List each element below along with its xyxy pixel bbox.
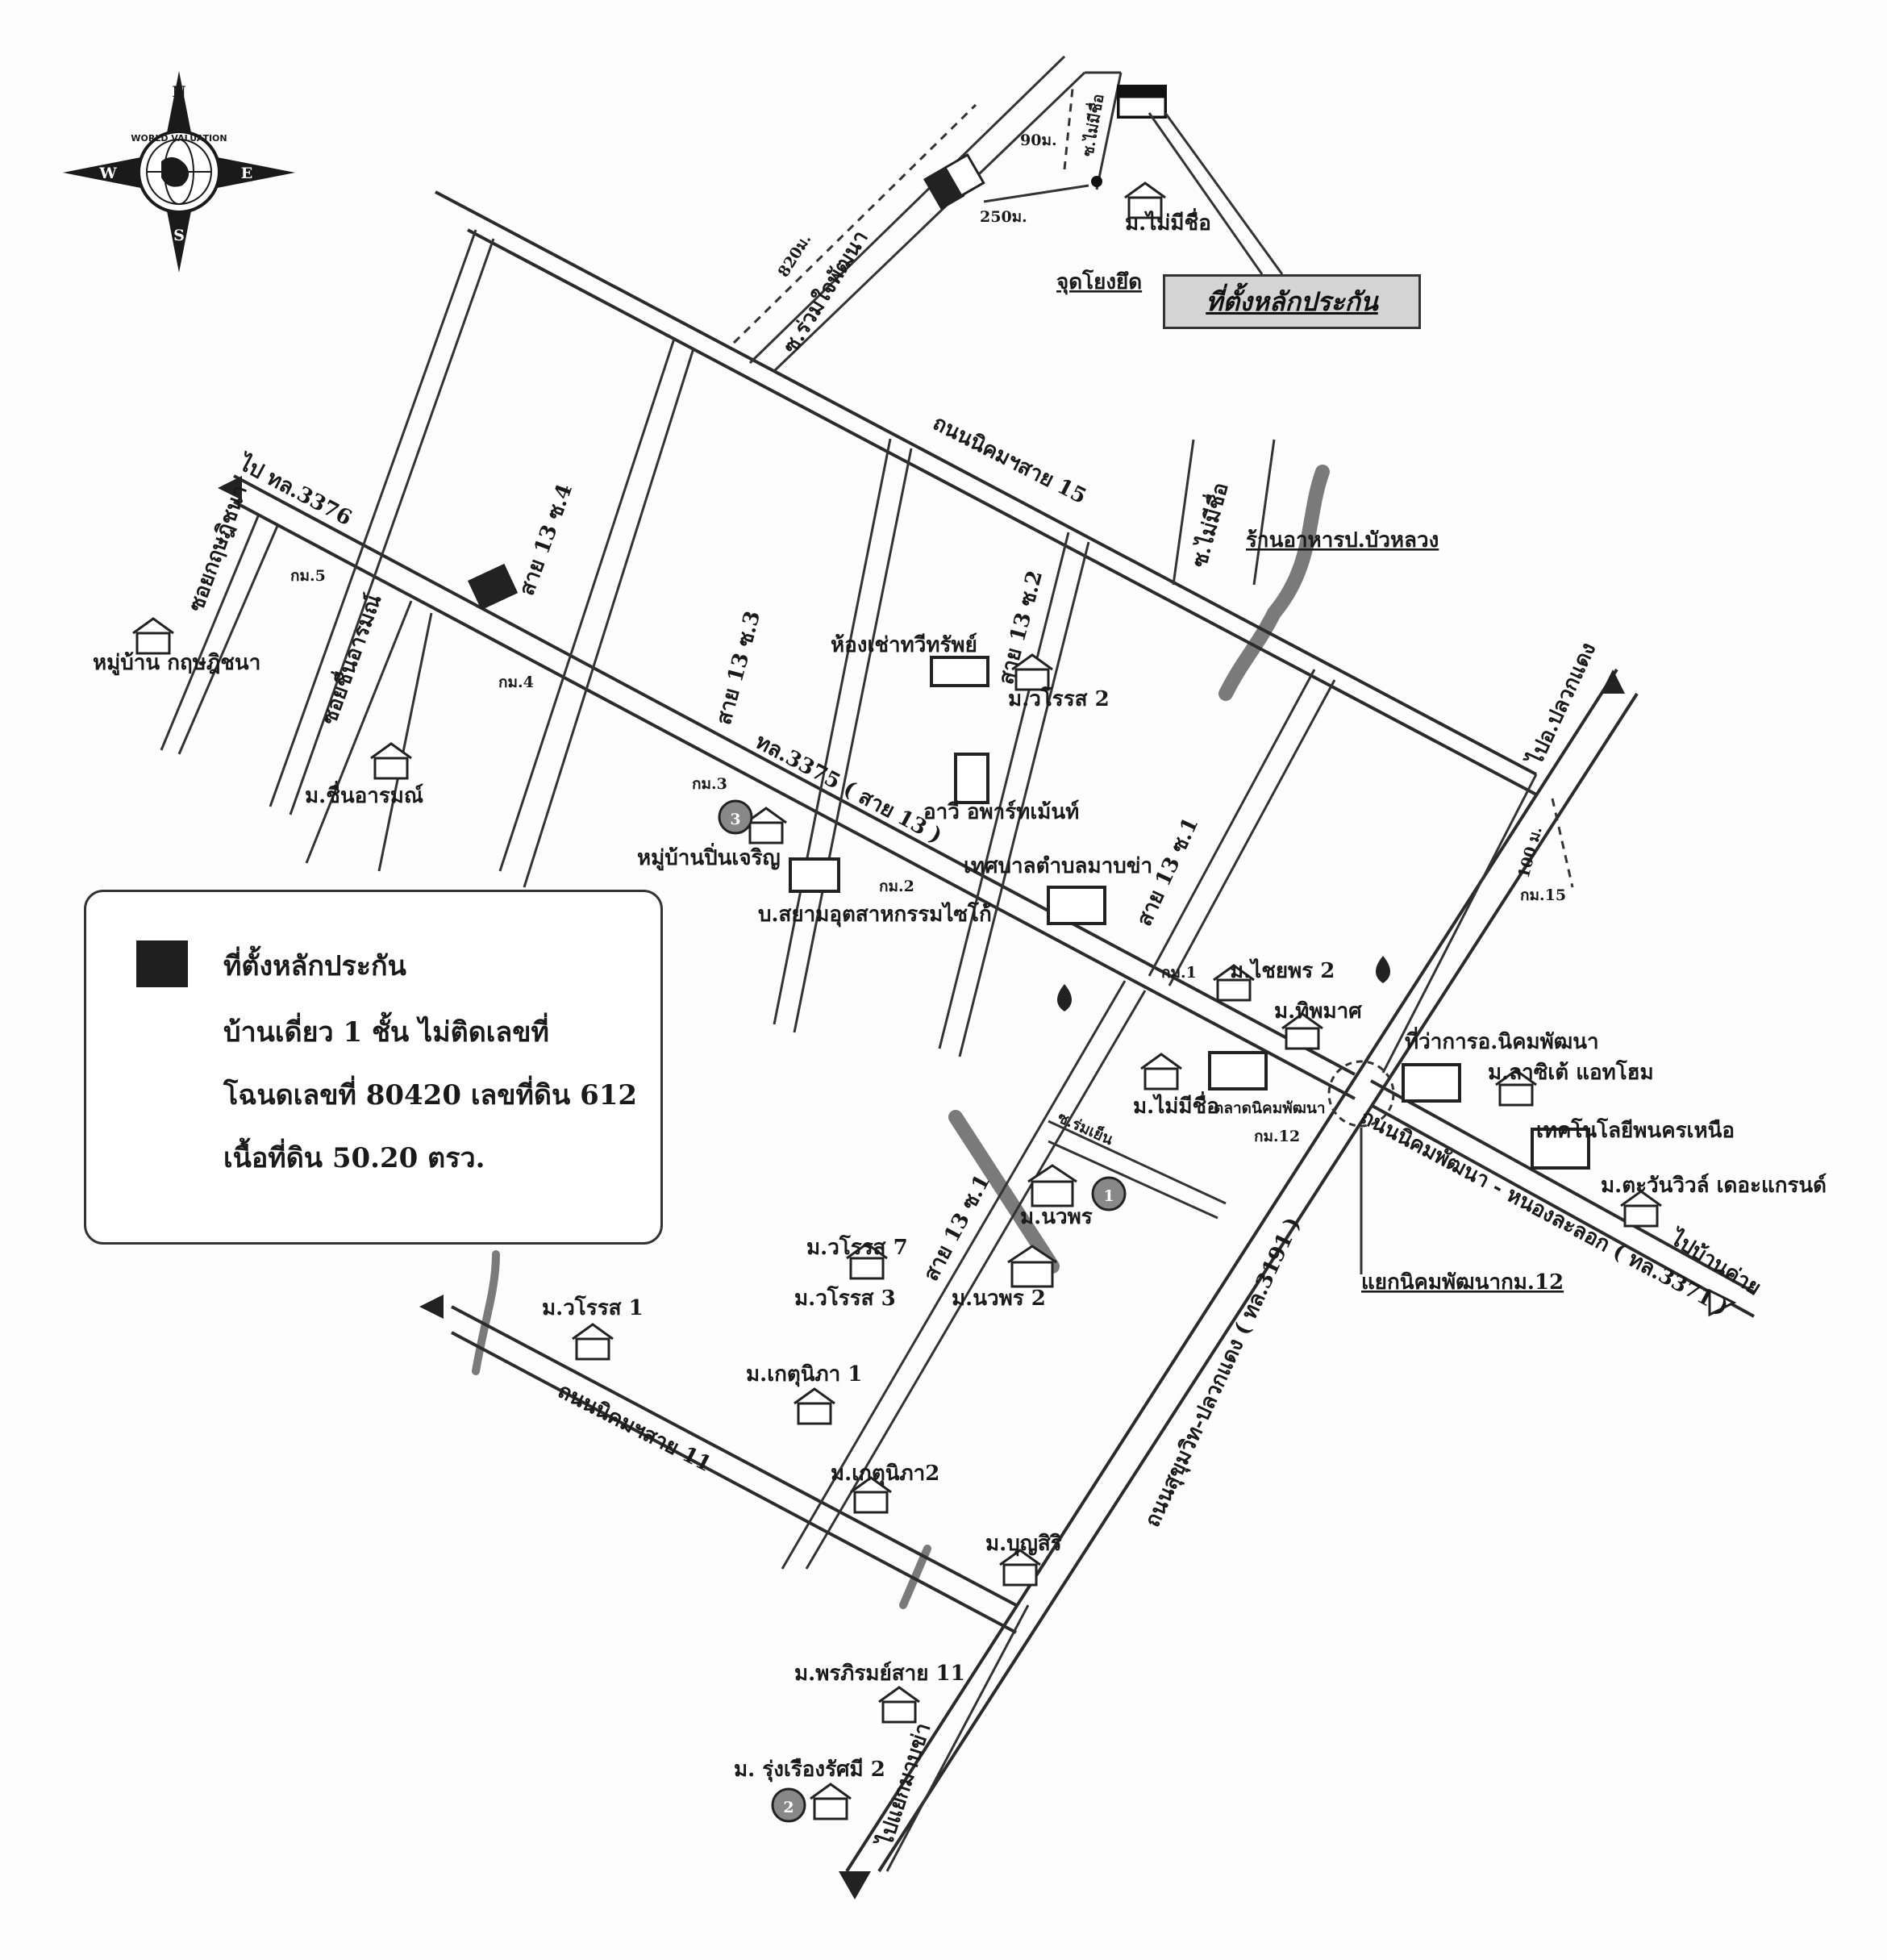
arrow-north-icon [1601, 669, 1625, 694]
km-marker-4: กม.4 [498, 673, 534, 691]
river-south [899, 1545, 931, 1609]
place-junction: แยกนิคมพัฒนากม.12 [1361, 1270, 1564, 1295]
compass-logo-text: WORLD VALUATION [131, 133, 227, 144]
place-chuenarom: ม.ชื่นอารมณ์ [305, 780, 423, 808]
place-warawas1: ม.วโรรส 1 [542, 1295, 644, 1320]
km-marker-12: กม.12 [1254, 1128, 1300, 1145]
target-location-label: ที่ตั้งหลักประกัน [1206, 286, 1378, 317]
dir-to-3376: ไป ทล.3376 [233, 449, 356, 532]
badge-2: 2 [771, 1787, 806, 1823]
road-label-nikhom11: ถนนนิคมฯสาย 11 [554, 1379, 715, 1478]
place-room: ห้องเช่าทวีทรัพย์ [831, 632, 977, 657]
road-label-soi4: สาย 13 ซ.4 [514, 481, 577, 598]
place-warawas7: ม.วโรรส 7 [806, 1234, 908, 1260]
legend-line1: บ้านเดี่ยว 1 ชั้น ไม่ติดเลขที่ [223, 1016, 549, 1049]
place-maimichue-mid: ม.ไม่มีชื่อ [1133, 1091, 1219, 1119]
compass-north: N [172, 83, 185, 101]
place-maimichue-top: ม.ไม่มีชื่อ [1125, 207, 1211, 236]
place-lasite: ม.ลาซิเต้ แอทโฮม [1488, 1059, 1654, 1085]
junction-circle [1327, 1060, 1395, 1128]
arrow-west-icon [419, 1295, 444, 1319]
arrow-west-icon [218, 476, 242, 500]
river-north [1218, 465, 1330, 701]
ref-point-dot [1091, 176, 1102, 187]
distance-90: 90ม. [1020, 131, 1057, 149]
gas-station-icon [1057, 984, 1072, 1011]
compass-rose: N S E W WORLD VALUATION [63, 71, 295, 273]
place-phinchaoen: หมู่บ้านปิ่นเจริญ [637, 842, 781, 871]
legend-box: ที่ตั้งหลักประกัน บ้านเดี่ยว 1 ชั้น ไม่ต… [84, 890, 663, 1245]
road-label-soi-maimichue-top: ซ.ไม่มีชื่อ [1077, 92, 1107, 158]
river-center [948, 1110, 1060, 1274]
house-icons [132, 181, 1662, 1820]
compass-east: E [241, 165, 252, 182]
road-network [160, 55, 1755, 1873]
legend-line2: โฉนดเลขที่ 80420 เลขที่ดิน 612 [223, 1079, 638, 1111]
place-nawaporn2: ม.นวพร 2 [952, 1287, 1046, 1311]
place-warawas2: ม.วโรรส 2 [1008, 686, 1110, 711]
badge-1: 1 [1091, 1176, 1127, 1211]
river-west [472, 1250, 500, 1375]
ref-point-label: จุดโยงยึด [1056, 269, 1142, 295]
dir-to-pluakdaeng: ไปอ.ปลวกแดง [1521, 638, 1601, 770]
badge-3: 3 [718, 799, 753, 835]
road-label-soi-maimichue-mid: ซ.ไม่มีชื่อ [1184, 479, 1234, 570]
compass-south: S [173, 227, 185, 244]
road-label-soi-chuen: ซอยชื่นอารมณ์ [314, 590, 387, 728]
legend-target-swatch [136, 940, 188, 987]
place-thippamat: ม.ทิพมาศ [1274, 999, 1362, 1024]
road-label-soi3: สาย 13 ซ.3 [712, 608, 765, 728]
place-apartment: อาวี อพาร์ทเม้นท์ [923, 799, 1079, 824]
place-rungruang: ม. รุ่งเรืองรัศมี 2 [734, 1758, 885, 1783]
place-nawaporn: ม.นวพร [1020, 1205, 1093, 1229]
km-marker-2: กม.2 [879, 878, 914, 895]
legend-title: ที่ตั้งหลักประกัน [223, 950, 406, 982]
place-siam: บ.สยามอุตสาหกรรมไซโก้ [758, 901, 992, 928]
place-pornrirom: ม.พรภิรมย์สาย 11 [794, 1661, 965, 1686]
road-label-soi-romyen: ซ.ร่มเย็น [1055, 1107, 1116, 1149]
arrow-south-icon [839, 1871, 871, 1900]
building-icons [468, 563, 1590, 1170]
place-ketnipa1: ม.เกตุนิภา 1 [746, 1362, 862, 1387]
place-municipality: เทศบาลตำบลมาบข่า [964, 854, 1152, 878]
place-market: ตลาดนิคมพัฒนา [1214, 1099, 1326, 1117]
svg-text:2: 2 [783, 1799, 794, 1816]
place-ketnipa2: ม.เกตุนิภา2 [831, 1462, 939, 1487]
distance-250: 250ม. [980, 208, 1027, 226]
svg-text:1: 1 [1103, 1187, 1114, 1205]
place-boonsiri: ม.บุญสิริ [985, 1532, 1062, 1557]
place-warawas3: ม.วโรรส 3 [794, 1285, 896, 1311]
road-label-soi-kot: ซอยกฤษฎิชนา [184, 482, 252, 615]
km-marker-3: กม.3 [692, 775, 727, 793]
distance-100: 100 ม. [1515, 824, 1546, 880]
km-marker-15: กม.15 [1520, 886, 1566, 904]
compass-west: W [98, 165, 117, 182]
place-kritchanan: หมู่บ้าน กฤษฎิชนา [93, 651, 260, 676]
place-district-office: ที่ว่าการอ.นิคมพัฒนา [1405, 1026, 1599, 1054]
svg-text:3: 3 [730, 811, 740, 828]
km-marker-1: กม.1 [1161, 964, 1197, 982]
distance-820: 820ม. [775, 231, 815, 281]
place-tawanwill: ม.ตะวันวิวล์ เดอะแกรนด์ [1601, 1173, 1827, 1198]
place-restaurant: ร้านอาหารป.บัวหลวง [1246, 528, 1439, 553]
place-chaiyaporn2: ม.ไชยพร 2 [1230, 957, 1335, 983]
arrow-east-icon [1708, 1288, 1737, 1317]
target-location-box: ที่ตั้งหลักประกัน [1163, 274, 1421, 329]
gas-station-icon [1376, 956, 1390, 983]
km-marker-5: กม.5 [290, 567, 326, 585]
place-tech: เทคโนโลยีพนครเหนือ [1536, 1117, 1735, 1143]
legend-line3: เนื้อที่ดิน 50.20 ตรว. [223, 1142, 485, 1174]
